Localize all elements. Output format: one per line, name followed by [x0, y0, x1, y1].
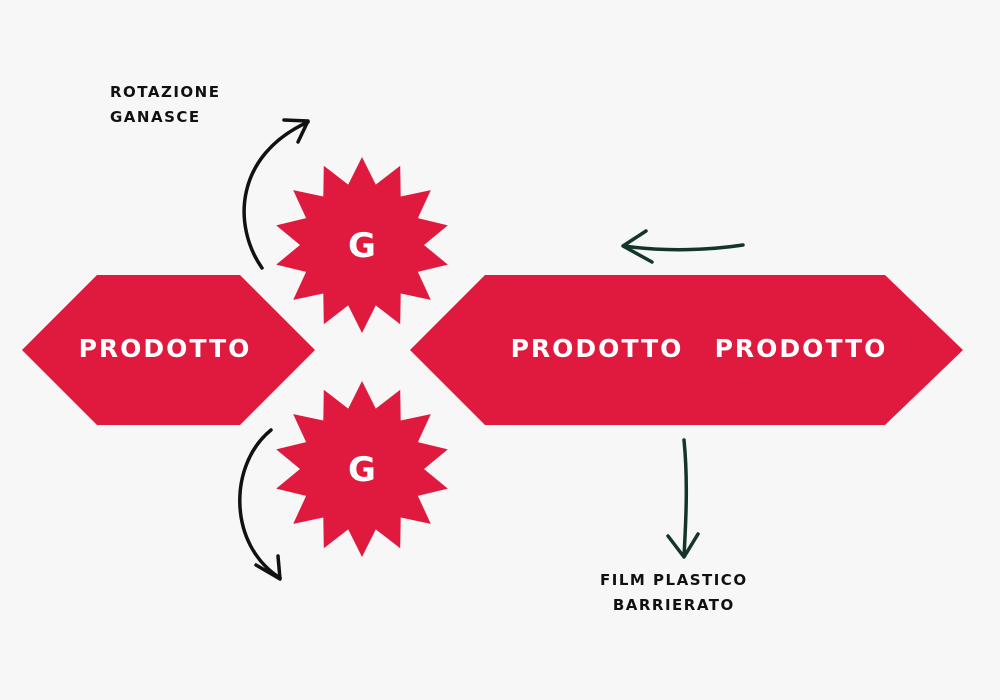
film-out-arrow-head — [666, 532, 700, 559]
gear-bottom-icon — [276, 381, 448, 557]
rotation-arrow-top-head — [282, 118, 310, 144]
product-shape-left — [22, 275, 315, 425]
film-annotation-line-1: FILM PLASTICO — [600, 571, 748, 589]
rotation-annotation-line-2: GANASCE — [110, 108, 201, 126]
rotation-annotation-line-1: ROTAZIONE — [110, 83, 221, 101]
film-annotation: FILM PLASTICO BARRIERATO — [600, 568, 748, 618]
film-feed-arrow — [622, 243, 745, 252]
product-label-right-1: PRODOTTO — [511, 334, 684, 363]
rotation-arrow-bottom — [238, 428, 282, 580]
product-label-right-2: PRODOTTO — [715, 334, 888, 363]
film-feed-arrow-head — [621, 229, 654, 264]
gear-bottom-label: G — [348, 450, 376, 490]
film-annotation-line-2: BARRIERATO — [612, 596, 735, 614]
rotation-arrow-top — [242, 120, 310, 270]
rotation-arrow-bottom-head — [254, 554, 282, 581]
product-label-left: PRODOTTO — [79, 334, 252, 363]
gear-top-icon — [276, 157, 448, 333]
film-out-arrow — [682, 438, 689, 558]
product-shape-right — [410, 275, 963, 425]
gear-top-label: G — [348, 226, 376, 266]
rotation-annotation: ROTAZIONE GANASCE — [110, 80, 221, 130]
